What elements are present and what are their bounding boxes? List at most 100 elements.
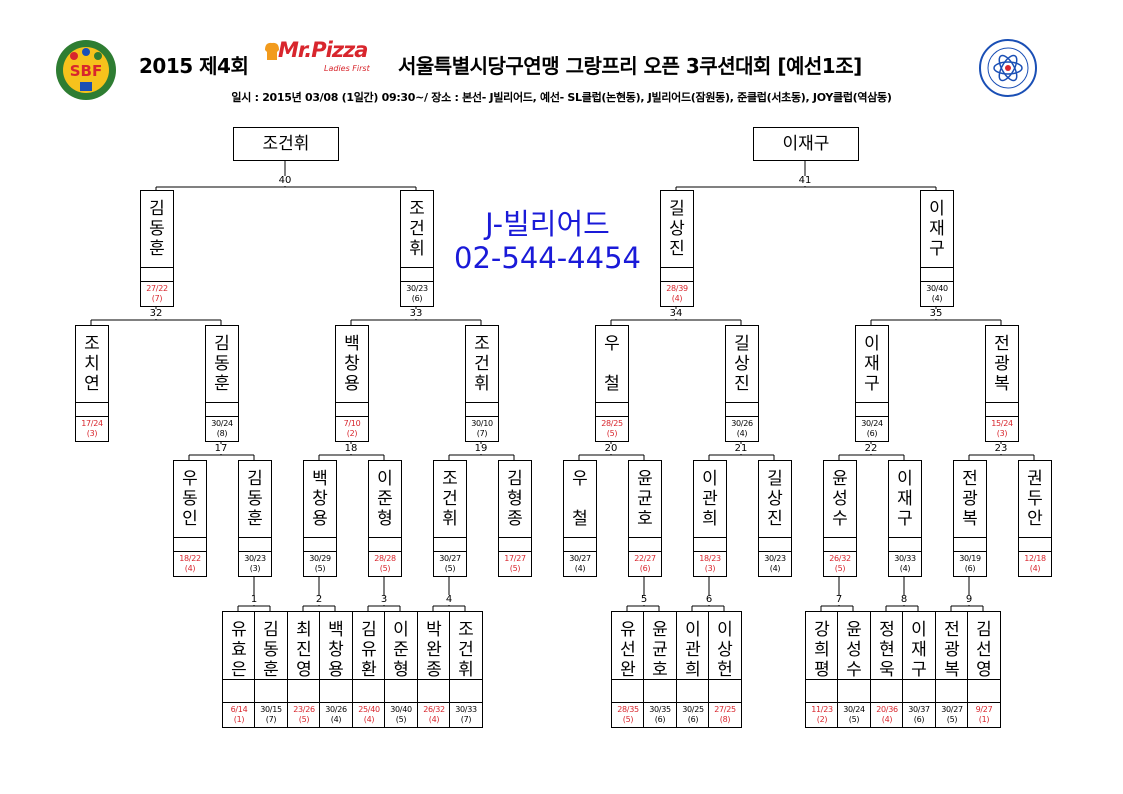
player-name-char: 창	[344, 354, 360, 374]
player-divider	[174, 551, 206, 552]
match-number-m21: 21	[726, 444, 756, 454]
player-name-char: 전	[994, 334, 1010, 354]
player-divider	[304, 551, 336, 552]
player-innings: (5)	[379, 564, 391, 573]
player-innings: (6)	[639, 564, 651, 573]
player-name-char: 우	[604, 334, 620, 354]
player-divider	[450, 679, 482, 680]
player-innings: (5)	[509, 564, 521, 573]
player-divider	[709, 702, 741, 703]
player-name-char: 호	[652, 660, 668, 680]
player-name-char: 상	[717, 640, 733, 660]
player-name-char: 건	[458, 640, 474, 660]
federation-emblem-icon	[978, 38, 1038, 98]
player-score: 30/37	[908, 705, 930, 714]
player-name-char: 욱	[879, 660, 895, 680]
mr-pizza-logo: Mr.Pizza Ladies First	[262, 36, 394, 76]
player-divider	[986, 416, 1018, 417]
player-divider	[694, 551, 726, 552]
player-divider	[76, 402, 108, 403]
player-name-char: 형	[507, 489, 523, 509]
player-score: 30/35	[649, 705, 671, 714]
player-score: 23/26	[293, 705, 315, 714]
match-number-m33: 33	[401, 309, 431, 319]
player-score: 30/19	[959, 554, 981, 563]
player-divider	[499, 537, 531, 538]
player-name-char: 박	[426, 620, 442, 640]
player-name-char: 은	[231, 660, 247, 680]
player-name-char: 건	[442, 489, 458, 509]
chef-hat-icon	[265, 42, 279, 60]
player-divider	[239, 537, 271, 538]
player-name-char: 창	[312, 489, 328, 509]
sbf-emblem-icon: SBF	[54, 38, 118, 102]
player-name-char: 광	[994, 354, 1010, 374]
player-divider	[824, 537, 856, 538]
player-name-char: 완	[620, 660, 636, 680]
player-name-char: 환	[361, 660, 377, 680]
player-divider	[954, 551, 986, 552]
match-number-m32: 32	[141, 309, 171, 319]
player-name-char: 전	[944, 620, 960, 640]
match-number-m8: 8	[889, 595, 919, 605]
player-divider	[206, 416, 238, 417]
player-name-char: 복	[944, 660, 960, 680]
player-name-char: 호	[637, 509, 653, 529]
player-divider	[968, 679, 1000, 680]
player-divider	[726, 402, 758, 403]
player-divider	[1019, 551, 1051, 552]
player-score: 30/15	[260, 705, 282, 714]
player-name-char: 종	[426, 660, 442, 680]
player-divider	[255, 679, 287, 680]
player-divider	[644, 702, 676, 703]
player-innings: (4)	[574, 564, 586, 573]
player-score: 9/27	[975, 705, 993, 714]
player-name-char: 휘	[458, 660, 474, 680]
venue-block: J-빌리어드 02-544-4454	[440, 207, 655, 275]
player-innings: (5)	[395, 715, 407, 724]
venue-name: J-빌리어드	[485, 207, 610, 241]
player-innings: (6)	[411, 294, 423, 303]
player-score: 30/40	[926, 284, 948, 293]
match-number-m5: 5	[629, 595, 659, 605]
player-divider	[661, 267, 693, 268]
player-name-char: 인	[182, 509, 198, 529]
player-innings: (6)	[964, 564, 976, 573]
player-innings: (2)	[346, 429, 358, 438]
player-innings: (5)	[834, 564, 846, 573]
player-divider	[336, 416, 368, 417]
player-name-char: 창	[328, 640, 344, 660]
player-score: 30/29	[309, 554, 331, 563]
player-name-char: 진	[296, 640, 312, 660]
player-divider	[223, 702, 255, 703]
player-name-char: 김	[247, 469, 263, 489]
player-score: 30/10	[471, 419, 493, 428]
player-name-char: 형	[393, 660, 409, 680]
player-name-char: 상	[734, 354, 750, 374]
player-name-char: 광	[944, 640, 960, 660]
player-name-char: 훈	[214, 374, 230, 394]
